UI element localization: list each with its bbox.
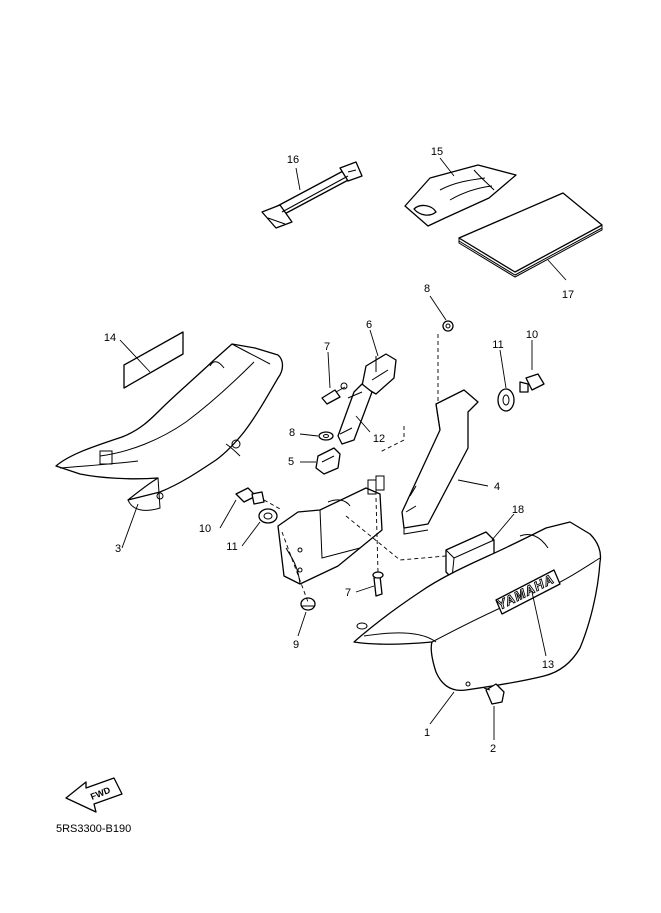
- part-4-main-bracket[interactable]: [401, 389, 479, 535]
- callout-17: 17: [562, 289, 574, 301]
- callout-14: 14: [104, 332, 116, 344]
- callout-12: 12: [373, 433, 385, 445]
- callout-labels: 16 15 17 8 10 11 6 7 14 8 5 12 4 18 10 1…: [104, 146, 574, 755]
- part-8-top-washer[interactable]: [442, 320, 454, 332]
- diagram-code: 5RS3300-B190: [56, 823, 131, 835]
- part-10-right-bolt[interactable]: [519, 373, 545, 393]
- callout-leader-lines: [119, 157, 567, 740]
- battery-tray-bracket[interactable]: [277, 475, 385, 585]
- part-10-left-bolt[interactable]: [235, 487, 265, 505]
- callout-3: 3: [115, 543, 121, 555]
- part-7-lower-pin[interactable]: [372, 571, 384, 597]
- part-7-upper-pin[interactable]: [321, 382, 348, 405]
- callout-1: 1: [424, 727, 430, 739]
- callout-15: 15: [431, 146, 443, 158]
- part-14-caution-label[interactable]: [123, 331, 184, 389]
- callout-8-left: 8: [289, 427, 295, 439]
- part-16-strap[interactable]: [261, 161, 363, 229]
- callout-2: 2: [490, 743, 496, 755]
- callout-11-right: 11: [492, 339, 503, 351]
- callout-8-top: 8: [424, 283, 430, 295]
- part-11-right-grommet[interactable]: [497, 388, 515, 412]
- callout-10-left: 10: [199, 523, 211, 535]
- part-17-owners-manual[interactable]: [458, 192, 603, 278]
- callout-11-left: 11: [226, 541, 237, 553]
- callout-4: 4: [494, 481, 500, 493]
- callout-7-lower: 7: [345, 587, 351, 599]
- part-2-screw[interactable]: [483, 683, 505, 705]
- part-5-clip[interactable]: [315, 447, 341, 475]
- part-3-left-side-cover[interactable]: [55, 343, 284, 511]
- part-15-pouch[interactable]: [404, 164, 517, 227]
- callout-18: 18: [512, 504, 524, 516]
- part-1-right-side-cover[interactable]: [353, 521, 602, 692]
- callout-9: 9: [293, 639, 299, 651]
- part-8-left-washer[interactable]: [318, 431, 334, 441]
- callout-6: 6: [366, 319, 372, 331]
- callout-13: 13: [542, 659, 554, 671]
- part-11-left-grommet[interactable]: [258, 508, 278, 524]
- callout-7-upper: 7: [324, 341, 330, 353]
- assembly-guide-lines: [263, 334, 447, 603]
- part-9-grommet[interactable]: [300, 597, 316, 611]
- callout-10-right: 10: [526, 329, 538, 341]
- callout-5: 5: [288, 456, 294, 468]
- callout-16: 16: [287, 154, 299, 166]
- forward-direction-arrow: FWD: [65, 777, 123, 813]
- part-12-rubber-strap[interactable]: [337, 383, 373, 445]
